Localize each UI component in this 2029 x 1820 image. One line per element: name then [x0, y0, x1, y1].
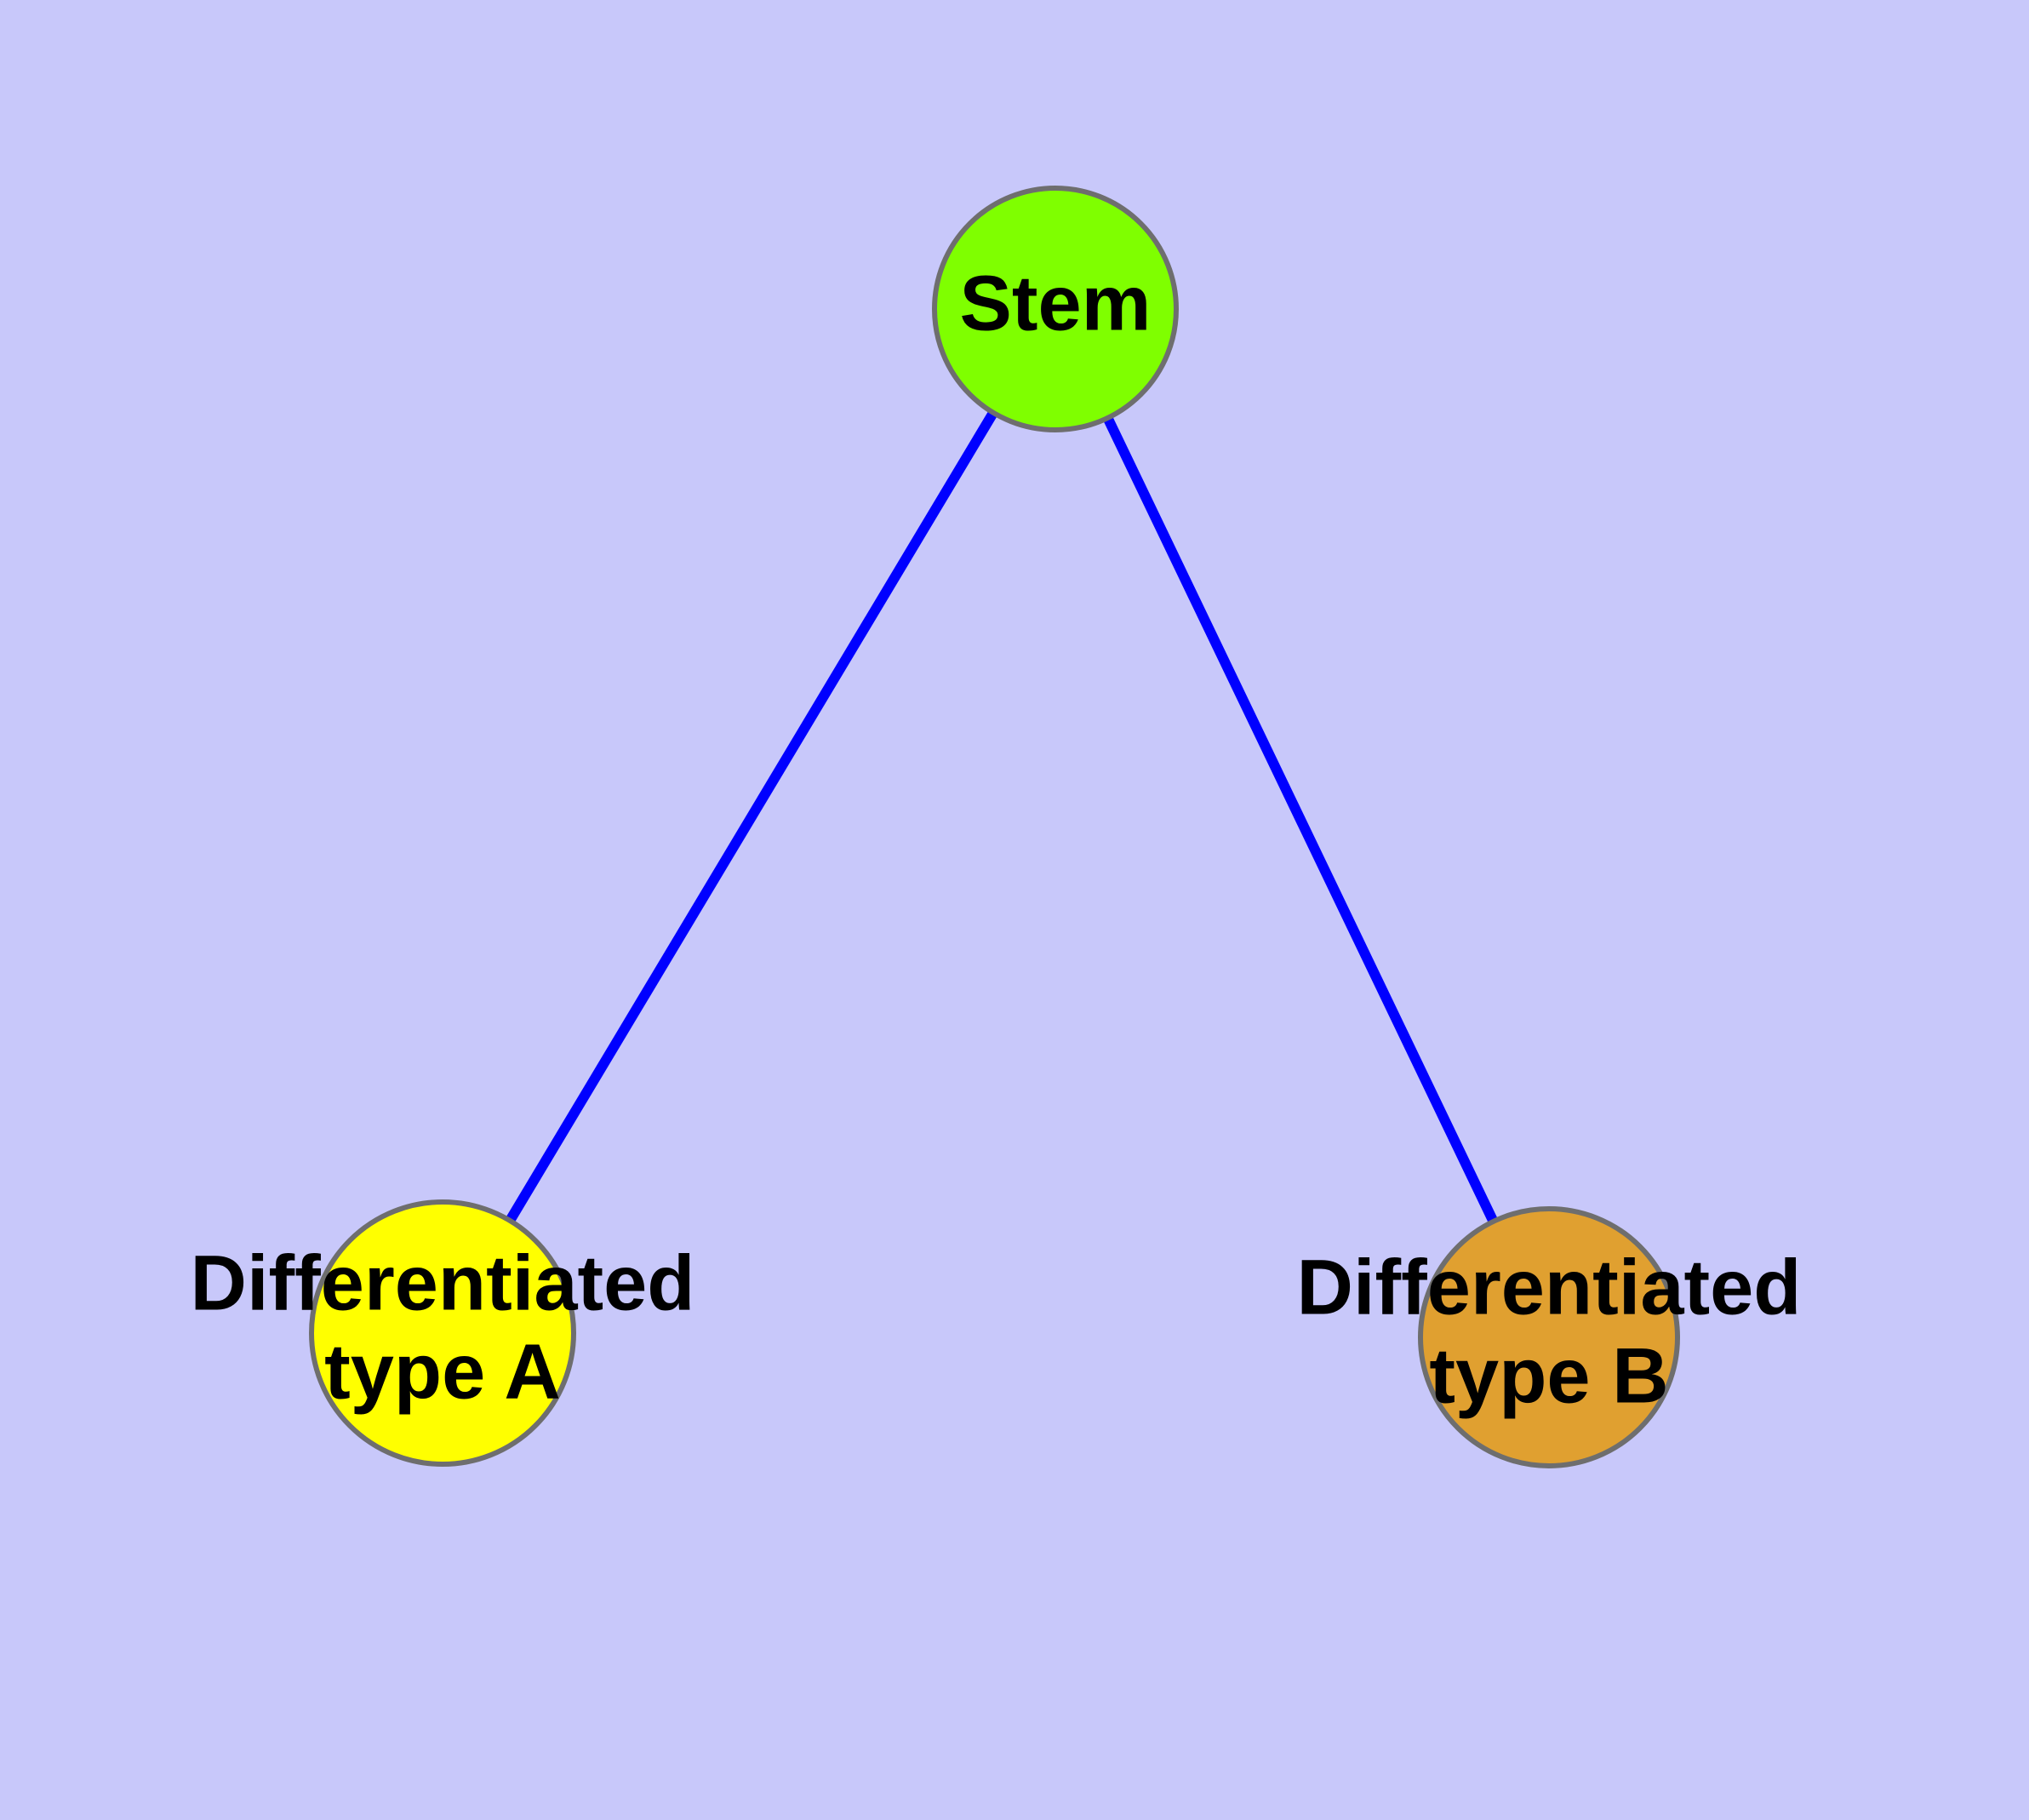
nodes-layer — [309, 186, 1680, 1468]
graph-node-label-diff-a: Differentiated — [191, 1239, 695, 1326]
graph-node-label-diff-a: type A — [324, 1328, 561, 1415]
graph-node-label-stem: Stem — [960, 260, 1152, 346]
graph-node-stem[interactable] — [932, 186, 1179, 432]
graph-node-diff-b[interactable] — [1418, 1206, 1680, 1468]
edges-layer — [437, 306, 1554, 1340]
graph-edge[interactable] — [1050, 306, 1554, 1340]
graph-edge[interactable] — [437, 306, 1060, 1336]
graph-node-label-diff-b: Differentiated — [1297, 1244, 1802, 1331]
graph-node-diff-a[interactable] — [309, 1199, 576, 1467]
graph-node-label-diff-b: type B — [1429, 1332, 1668, 1419]
